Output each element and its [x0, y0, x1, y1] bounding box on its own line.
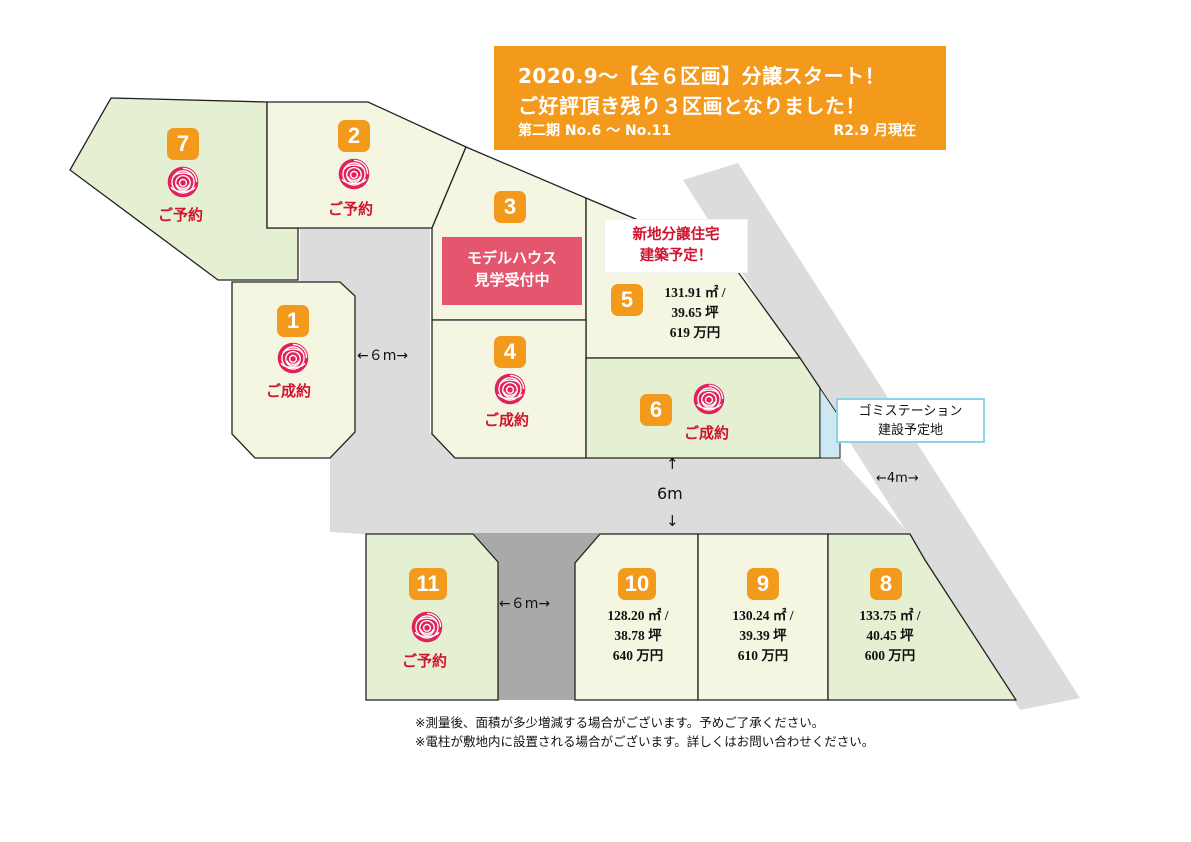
- note-2: ※電柱が敷地内に設置される場合がございます。詳しくはお問い合わせください。: [415, 734, 875, 749]
- lot-4-badge: 4: [494, 336, 526, 368]
- rose-icon: [337, 157, 371, 191]
- new-plan-note: 新地分譲住宅 建築予定！: [605, 220, 747, 272]
- lot-10-area: 128.20 ㎡ /: [607, 608, 669, 623]
- gomi-station-label: ゴミステーション 建設予定地: [836, 398, 985, 443]
- lot-6-status: ご成約: [684, 424, 730, 442]
- lot-2-status: ご予約: [328, 200, 374, 218]
- lot-5-area: 131.91 ㎡ /: [664, 285, 726, 300]
- gomi-line2: 建設予定地: [877, 423, 943, 438]
- lot-8-badge: 8: [870, 568, 902, 600]
- road-bottom-width: ←６m→: [499, 596, 551, 612]
- gomi-line1: ゴミステーション: [858, 404, 963, 419]
- banner-phase: 第二期 No.6 ～ No.11: [518, 123, 672, 139]
- model-house-label: モデルハウス 見学受付中: [442, 237, 582, 305]
- road-center-arrow-up: ↑: [666, 455, 679, 473]
- new-plan-line2: 建築予定！: [639, 248, 713, 264]
- road-center-arrow-down: ↓: [666, 512, 679, 530]
- rose-icon: [692, 382, 726, 416]
- road-left-width: ←６m→: [357, 348, 409, 364]
- gomi-station-plot: [819, 386, 841, 459]
- lot-5-price-block: 131.91 ㎡ / 39.65 坪 619 万円: [650, 283, 740, 343]
- new-plan-line1: 新地分譲住宅: [632, 227, 720, 243]
- lot-11-badge: 11: [409, 568, 447, 600]
- lot-5-price: 619 万円: [669, 325, 721, 340]
- lot-10-badge: 10: [618, 568, 656, 600]
- lot-10-tsubo: 38.78 坪: [614, 628, 662, 643]
- lot-5-tsubo: 39.65 坪: [671, 305, 719, 320]
- road-right-width: ←4m→: [876, 471, 919, 486]
- announcement-banner: 2020.9～【全６区画】分譲スタート！ ご好評頂き残り３区画となりました！ 第…: [494, 46, 946, 150]
- model-house-line1: モデルハウス: [466, 249, 557, 267]
- lot-10-price-block: 128.20 ㎡ / 38.78 坪 640 万円: [593, 606, 683, 666]
- model-house-line2: 見学受付中: [474, 271, 550, 289]
- lot-5-badge: 5: [611, 284, 643, 316]
- rose-icon: [276, 341, 310, 375]
- lot-7-status: ご予約: [158, 206, 204, 224]
- lot-10-price: 640 万円: [612, 648, 664, 663]
- rose-icon: [410, 610, 444, 644]
- rose-icon: [166, 165, 200, 199]
- lot-9-area: 130.24 ㎡ /: [732, 608, 794, 623]
- lot-9-badge: 9: [747, 568, 779, 600]
- lot-6-badge: 6: [640, 394, 672, 426]
- lot-8-area: 133.75 ㎡ /: [859, 608, 921, 623]
- lot-9-price: 610 万円: [737, 648, 789, 663]
- lot-3-badge: 3: [494, 191, 526, 223]
- banner-subheadline: ご好評頂き残り３区画となりました！: [518, 94, 866, 118]
- lot-7-badge: 7: [167, 128, 199, 160]
- lot-9-tsubo: 39.39 坪: [739, 628, 787, 643]
- note-1: ※測量後、面積が多少増減する場合がございます。予めご了承ください。: [415, 715, 825, 730]
- lot-8-price-block: 133.75 ㎡ / 40.45 坪 600 万円: [845, 606, 935, 666]
- lot-1-badge: 1: [277, 305, 309, 337]
- lot-9-price-block: 130.24 ㎡ / 39.39 坪 610 万円: [718, 606, 808, 666]
- lot-4-status: ご成約: [484, 411, 530, 429]
- lot-1-status: ご成約: [266, 382, 312, 400]
- lot-2-badge: 2: [338, 120, 370, 152]
- banner-headline: 2020.9～【全６区画】分譲スタート！: [518, 64, 886, 88]
- banner-date: R2.9 月現在: [833, 123, 916, 139]
- lot-8-price: 600 万円: [864, 648, 916, 663]
- lot-10-parcel: [574, 533, 699, 701]
- lot-8-tsubo: 40.45 坪: [866, 628, 914, 643]
- road-bottom-6m: [473, 533, 600, 700]
- road-center-width: 6m: [657, 484, 683, 503]
- lot-11-status: ご予約: [402, 652, 448, 670]
- rose-icon: [493, 372, 527, 406]
